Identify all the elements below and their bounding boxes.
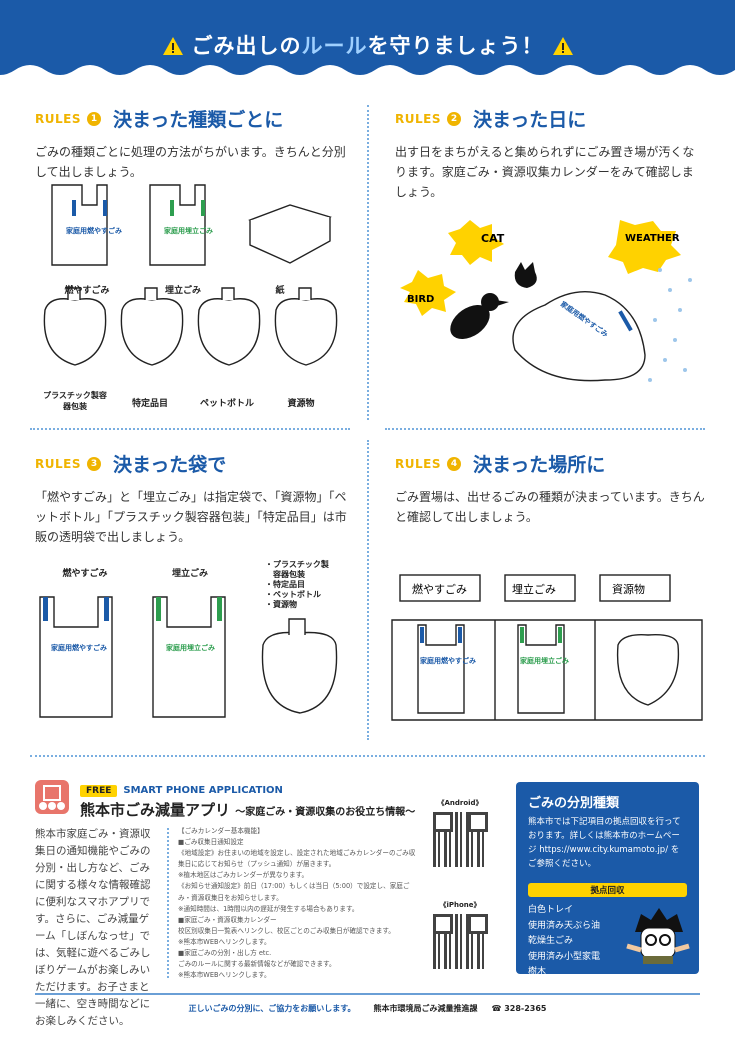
page-title: ごみ出しのルールを守りましょう！ [0,30,735,60]
divider [167,828,169,978]
footer: 正しいごみの分別に、ご協力をお願いします。熊本市環境局ごみ減量推進課☎ 328-… [188,1004,547,1013]
divider [367,105,369,420]
designated-bags-illustration: 家庭用燃やすごみ 家庭用埋立ごみ [39,596,338,718]
app-feature-details: 【ごみカレンダー基本機能】■ごみ収集日通知設定《地域設定》お住まいの地域を設定し… [178,827,416,980]
divider [30,428,350,430]
svg-text:家庭用埋立ごみ: 家庭用埋立ごみ [166,643,215,652]
svg-text:WEATHER: WEATHER [625,233,680,244]
sorting-bags-illustration: 家庭用燃やすごみ 家庭用埋立ごみ [43,184,338,366]
collection-point-illustration: 家庭用燃やすごみ 家庭用埋立ごみ 燃やすごみ 埋立ごみ 資源物 [391,574,703,721]
divider [30,755,705,757]
mascot-character [626,908,690,964]
header-banner [0,0,735,75]
svg-text:BIRD: BIRD [407,294,434,305]
warning-icon [552,37,573,55]
svg-text:家庭用燃やすごみ: 家庭用燃やすごみ [51,643,107,652]
svg-text:家庭用埋立ごみ: 家庭用埋立ごみ [164,226,213,235]
warning-icon [162,37,183,55]
svg-text:埋立ごみ: 埋立ごみ [512,582,556,596]
app-icon [35,780,69,814]
recycling-info-box: ごみの分別種類 熊本市では下記項目の拠点回収を行っております。詳しくは熊本市のホ… [516,782,699,977]
svg-text:家庭用埋立ごみ: 家庭用埋立ごみ [520,656,569,665]
divider [35,993,700,995]
iphone-qr-code[interactable] [433,914,488,969]
svg-text:燃やすごみ: 燃やすごみ [412,582,467,596]
svg-text:CAT: CAT [481,232,505,245]
svg-text:家庭用燃やすごみ: 家庭用燃やすごみ [66,226,122,235]
divider [385,428,705,430]
android-qr-code[interactable] [433,812,488,867]
svg-text:資源物: 資源物 [612,582,645,596]
svg-text:家庭用燃やすごみ: 家庭用燃やすごみ [420,656,476,665]
crows-at-garbage-illustration: CAT WEATHER BIRD 家庭用燃やすごみ [400,220,692,382]
clear-bag-list: ・プラスチック製 容器包装・特定品目・ペットボトル・資源物 [265,560,329,609]
divider [367,440,369,740]
